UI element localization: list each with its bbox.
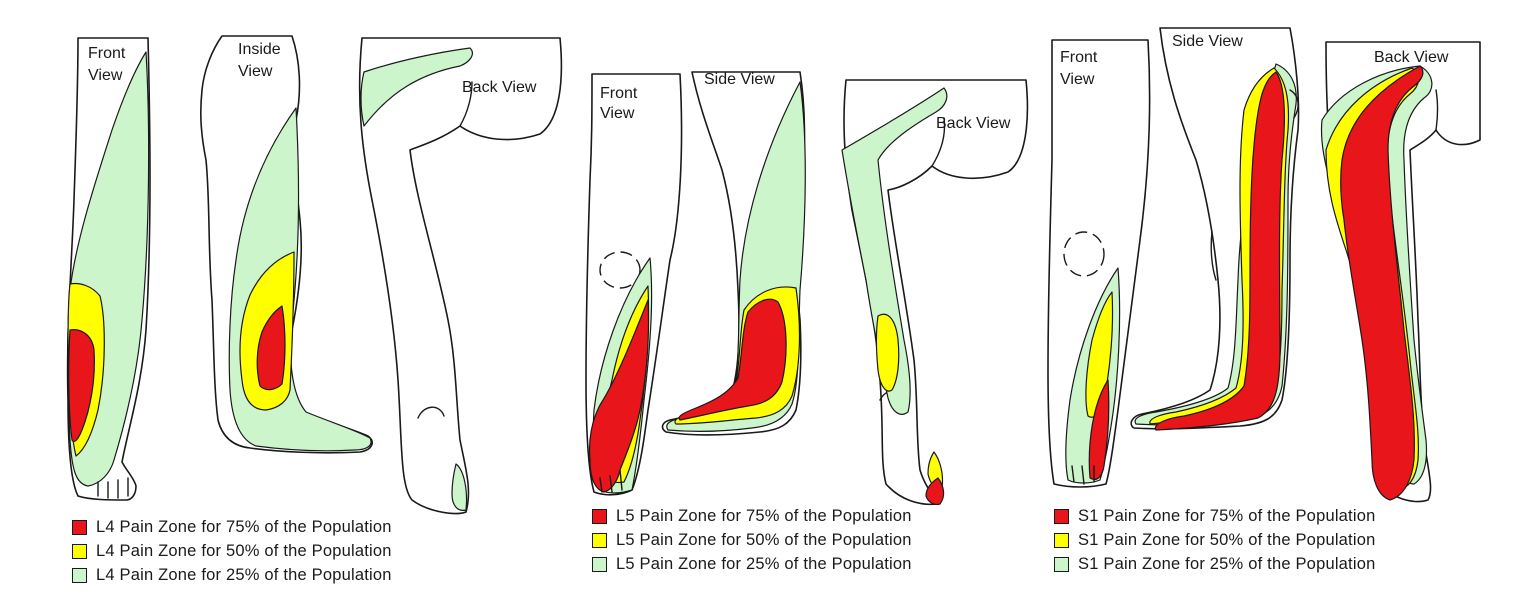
legend-label: L4 Pain Zone for 25% of the Population xyxy=(96,565,392,584)
s1-front-zone-75 xyxy=(1088,379,1110,481)
l4-inside-zone-75 xyxy=(256,305,286,391)
s1-panel: Front View Side View Back View xyxy=(1047,27,1481,503)
l5-front-view-label-line2: View xyxy=(600,105,635,122)
s1-front-view-label-line2: View xyxy=(1060,71,1095,88)
l5-back-zone-25 xyxy=(841,87,948,415)
s1-back-zone-75 xyxy=(1340,65,1424,501)
l5-back-view-label: Back View xyxy=(936,115,1011,132)
legend-item-l5-25: L5 Pain Zone for 25% of the Population xyxy=(592,552,912,576)
l4-front-view-label-line1: Front xyxy=(88,45,126,62)
l4-front-view-label-line2: View xyxy=(88,67,123,84)
legend-label: L5 Pain Zone for 25% of the Population xyxy=(616,554,912,573)
s1-side-view-label: Side View xyxy=(1172,33,1243,50)
l4-back-view-leg: Back View xyxy=(358,37,563,515)
s1-side-view-leg: Side View xyxy=(1130,27,1300,431)
green-swatch-icon xyxy=(72,567,87,583)
l5-legend: L5 Pain Zone for 75% of the Population L… xyxy=(592,504,912,576)
l4-back-zone-25-heel xyxy=(451,463,468,511)
s1-front-view-leg: Front View xyxy=(1047,39,1151,488)
l4-inside-view-label-line2: View xyxy=(238,63,273,80)
l4-front-view-leg: Front View xyxy=(66,37,151,501)
legend-item-s1-50: S1 Pain Zone for 50% of the Population xyxy=(1054,528,1375,552)
l4-legend: L4 Pain Zone for 75% of the Population L… xyxy=(72,515,392,587)
yellow-swatch-icon xyxy=(72,543,87,559)
legend-label: L5 Pain Zone for 75% of the Population xyxy=(616,506,912,525)
l5-side-view-leg: Side View xyxy=(661,71,806,436)
l5-panel: Front View Side View Back View xyxy=(585,71,1029,506)
s1-front-view-label-line1: Front xyxy=(1060,49,1098,66)
l5-front-view-leg: Front View xyxy=(585,73,683,496)
red-swatch-icon xyxy=(1054,508,1069,524)
legend-item-s1-75: S1 Pain Zone for 75% of the Population xyxy=(1054,504,1375,528)
l4-front-zone-75 xyxy=(68,329,95,443)
legend-label: L4 Pain Zone for 50% of the Population xyxy=(96,541,392,560)
l4-inside-view-leg: Inside View xyxy=(200,35,373,454)
s1-back-view-label: Back View xyxy=(1374,49,1449,66)
l5-back-view-leg: Back View xyxy=(841,79,1029,506)
l4-back-view-label: Back View xyxy=(462,79,537,96)
legend-label: S1 Pain Zone for 25% of the Population xyxy=(1078,554,1376,573)
red-swatch-icon xyxy=(592,508,607,524)
l5-back-zone-50-calf xyxy=(875,313,900,392)
green-swatch-icon xyxy=(1054,556,1069,572)
legend-label: L5 Pain Zone for 50% of the Population xyxy=(616,530,912,549)
legend-item-l5-50: L5 Pain Zone for 50% of the Population xyxy=(592,528,912,552)
legend-item-l4-25: L4 Pain Zone for 25% of the Population xyxy=(72,563,392,587)
l5-front-zone-75 xyxy=(588,299,650,493)
legend-label: L4 Pain Zone for 75% of the Population xyxy=(96,517,392,536)
legend-item-l4-50: L4 Pain Zone for 50% of the Population xyxy=(72,539,392,563)
legend-item-l5-75: L5 Pain Zone for 75% of the Population xyxy=(592,504,912,528)
s1-side-zone-75 xyxy=(1154,71,1286,431)
legend-item-s1-25: S1 Pain Zone for 25% of the Population xyxy=(1054,552,1375,576)
l4-panel: Front View Inside View Back View xyxy=(66,35,563,515)
green-swatch-icon xyxy=(592,556,607,572)
legend-label: S1 Pain Zone for 50% of the Population xyxy=(1078,530,1376,549)
l5-back-zone-75-foot xyxy=(925,477,945,506)
l4-back-zone-25-thigh xyxy=(360,47,473,127)
s1-legend: S1 Pain Zone for 75% of the Population S… xyxy=(1054,504,1375,576)
yellow-swatch-icon xyxy=(592,532,607,548)
l5-front-view-label-line1: Front xyxy=(600,85,638,102)
s1-back-view-leg: Back View xyxy=(1320,41,1481,503)
legend-item-l4-75: L4 Pain Zone for 75% of the Population xyxy=(72,515,392,539)
yellow-swatch-icon xyxy=(1054,532,1069,548)
l4-inside-view-label-line1: Inside xyxy=(238,41,281,58)
red-swatch-icon xyxy=(72,519,87,535)
l5-side-view-label: Side View xyxy=(704,71,775,88)
l5-side-zone-75 xyxy=(678,298,787,421)
legend-label: S1 Pain Zone for 75% of the Population xyxy=(1078,506,1376,525)
